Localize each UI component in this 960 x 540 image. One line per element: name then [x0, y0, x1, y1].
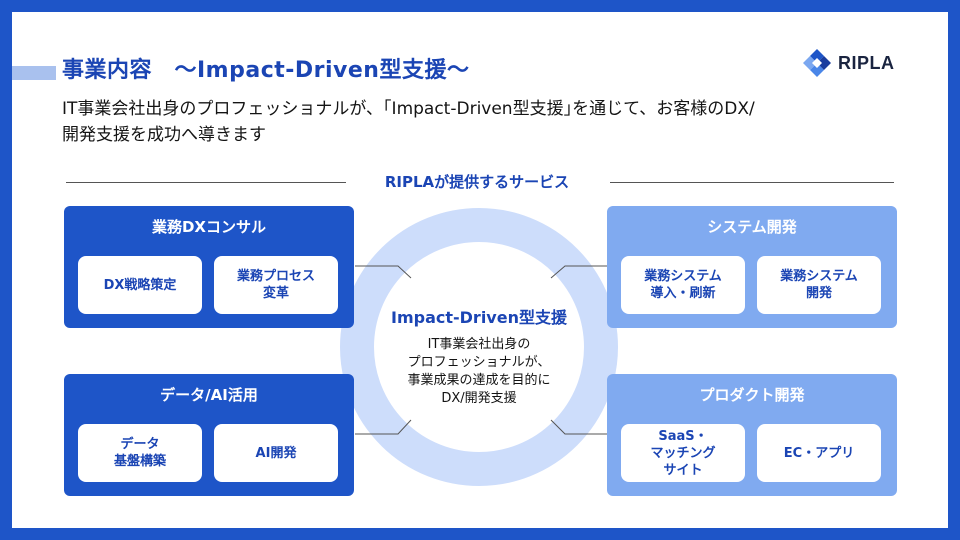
service-item-line: データ [120, 437, 160, 452]
center-description: IT事業会社出身の プロフェッショナルが、 事業成果の達成を目的に DX/開発支… [362, 336, 596, 408]
center-desc-line: DX/開発支援 [441, 391, 517, 406]
service-item: データ 基盤構築 [78, 424, 202, 482]
service-item: DX戦略策定 [78, 256, 202, 314]
intro-line-1: IT事業会社出身のプロフェッショナルが、｢Impact-Driven型支援｣を通… [62, 99, 755, 119]
service-item-line: 変革 [262, 286, 289, 301]
service-item: 業務システム 導入・刷新 [621, 256, 745, 314]
service-item-line: マッチング [650, 445, 716, 461]
service-item-line: 業務システム [644, 269, 722, 284]
service-box-title: 業務DXコンサル [151, 218, 267, 236]
center-desc-line: プロフェッショナルが、 [407, 355, 551, 370]
center-desc-line: IT事業会社出身の [427, 337, 531, 352]
service-item: 業務システム 開発 [757, 256, 881, 314]
logo: RIPLA [802, 48, 895, 78]
center-desc-line: 事業成果の達成を目的に [407, 373, 551, 388]
service-item-line: 業務システム [780, 269, 858, 284]
service-item-line: 開発 [805, 286, 832, 301]
intro-line-2: 開発支援を成功へ導きます [62, 125, 266, 145]
service-box-title: データ/AI活用 [160, 386, 258, 404]
service-item-line: 導入・刷新 [650, 286, 716, 301]
service-box-title: システム開発 [707, 218, 797, 236]
service-item-line: EC・アプリ [783, 445, 855, 461]
service-box-system-dev: システム開発 業務システム 導入・刷新 業務システム 開発 [607, 206, 897, 328]
services-divider-right [610, 182, 894, 183]
service-item-line: AI開発 [255, 445, 297, 461]
center-title: Impact-Driven型支援 [391, 308, 567, 327]
service-item-line: DX戦略策定 [103, 277, 177, 293]
logo-text: RIPLA [838, 52, 895, 73]
service-item: 業務プロセス 変革 [214, 256, 338, 314]
service-item: EC・アプリ [757, 424, 881, 482]
service-box-product-dev: プロダクト開発 SaaS・ マッチング サイト EC・アプリ [607, 374, 897, 496]
services-heading: RIPLAが提供するサービス [384, 173, 570, 191]
service-item-line: SaaS・ [658, 428, 708, 444]
service-box-title: プロダクト開発 [699, 386, 805, 404]
slide: 事業内容 ～Impact-Driven型支援～ RIPLA IT事業会社出身のプ… [12, 12, 948, 528]
ripla-logo-icon [803, 49, 831, 77]
service-item-line: 業務プロセス [236, 269, 315, 284]
intro-text: IT事業会社出身のプロフェッショナルが、｢Impact-Driven型支援｣を通… [62, 96, 922, 148]
page-title: 事業内容 ～Impact-Driven型支援～ [62, 58, 470, 83]
service-item-line: 基盤構築 [113, 454, 166, 469]
service-box-dx-consulting: 業務DXコンサル DX戦略策定 業務プロセス 変革 [64, 206, 354, 328]
service-item-line: サイト [663, 462, 703, 478]
service-item: AI開発 [214, 424, 338, 482]
title-accent-bar [12, 66, 56, 80]
services-divider-left [66, 182, 346, 183]
service-box-data-ai: データ/AI活用 データ 基盤構築 AI開発 [64, 374, 354, 496]
service-item: SaaS・ マッチング サイト [621, 424, 745, 482]
